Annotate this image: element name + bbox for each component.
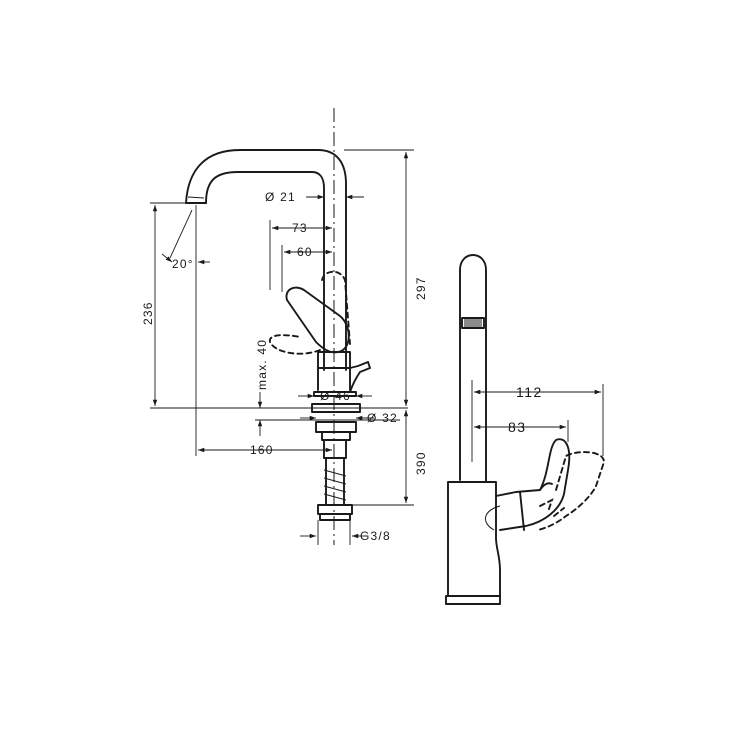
side-base-ring xyxy=(445,595,501,605)
side-lever-inner xyxy=(485,505,501,531)
dim-160-label: 160 xyxy=(250,443,274,457)
dim-d46-label: Ø 46 xyxy=(320,389,351,403)
hose-braid xyxy=(323,469,347,501)
hose-end xyxy=(319,513,351,521)
spout-outer-edge xyxy=(185,149,347,371)
dim-60-label: 60 xyxy=(297,245,313,259)
mounting-nut xyxy=(315,421,357,441)
side-aerator-mesh xyxy=(464,319,482,327)
handle-lever xyxy=(285,286,350,354)
side-lever-alt xyxy=(537,451,605,531)
mounting-shank xyxy=(323,439,347,459)
dim-g38-label: G3/8 xyxy=(360,529,391,543)
side-lever-alt-2 xyxy=(539,498,565,517)
base-ring xyxy=(311,403,361,413)
dim-angle-arc-1 xyxy=(161,253,173,263)
side-lever xyxy=(495,438,571,531)
front-view: Ø 21 73 60 297 236 20° max. 40 Ø 46 xyxy=(141,108,428,545)
dim-d21-label: Ø 21 xyxy=(265,190,296,204)
handle-alt-position-2 xyxy=(269,334,321,355)
body-lower xyxy=(317,367,351,391)
side-spout-tube xyxy=(459,254,487,483)
dim-angle-ray xyxy=(169,209,193,259)
pop-up-lever xyxy=(349,361,371,393)
dim-max40-label: max. 40 xyxy=(255,339,269,390)
hose-nut xyxy=(317,504,353,515)
dim-236-label: 236 xyxy=(141,301,155,325)
dim-390-label: 390 xyxy=(414,451,428,475)
handle-alt-position xyxy=(321,270,351,345)
dim-angle-label: 20° xyxy=(172,257,194,271)
dim-83-label: 83 xyxy=(508,419,527,435)
spout-tip-shade xyxy=(187,196,205,199)
side-body xyxy=(447,481,501,597)
side-lever-detail xyxy=(519,482,553,531)
side-aerator xyxy=(461,317,485,329)
dim-112-label: 112 xyxy=(516,384,543,400)
side-view: 112 83 xyxy=(445,254,605,605)
dim-297-label: 297 xyxy=(414,276,428,300)
dim-73-label: 73 xyxy=(292,221,308,235)
dim-d32-label: Ø 32 xyxy=(367,411,398,425)
spout-inner-edge xyxy=(205,171,325,371)
